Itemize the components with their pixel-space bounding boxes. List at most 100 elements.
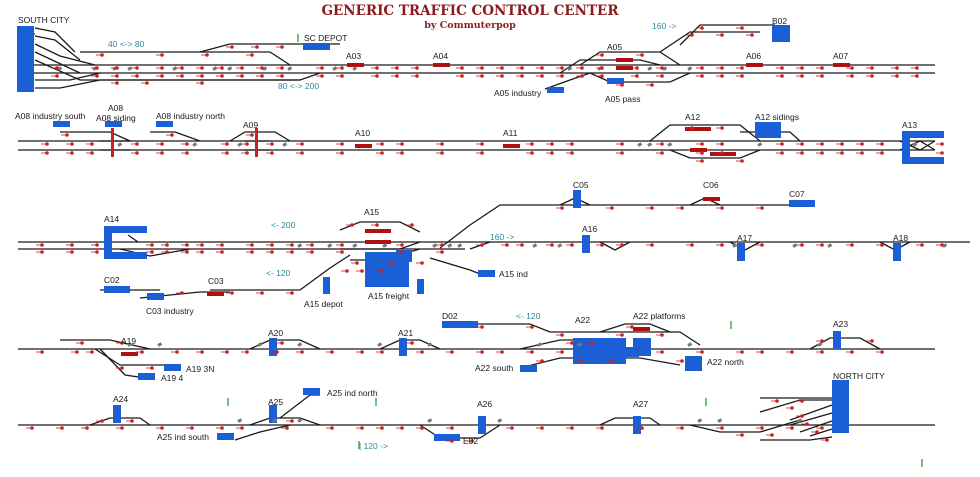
platform-block (582, 235, 590, 253)
signal-light (440, 142, 444, 146)
signal-light (130, 419, 134, 423)
signal-light (530, 350, 534, 354)
block-label-c05: C05 (573, 180, 589, 190)
signal-light (270, 151, 274, 155)
signal-light (400, 250, 404, 254)
block-label-a20: A20 (268, 328, 284, 338)
signal-light (220, 426, 224, 430)
signal-light (450, 439, 454, 443)
signal-light (200, 350, 204, 354)
switch-point (447, 243, 453, 248)
signal-light (940, 151, 944, 155)
block-label-a16: A16 (582, 224, 598, 234)
signal-light (805, 422, 809, 426)
speed-limit-160-b: 160 -> (490, 232, 515, 242)
signal-light (200, 66, 204, 70)
signal-light (540, 66, 544, 70)
platform-block (104, 226, 112, 258)
switch-point (457, 243, 463, 248)
signal-light (270, 250, 274, 254)
signal-light (340, 66, 344, 70)
track-segment (689, 419, 801, 433)
signal-light (260, 291, 264, 295)
signal-light (65, 133, 69, 137)
station-label-north-city: NORTH CITY (833, 371, 885, 381)
switch-point (667, 142, 673, 147)
station-label-a08-siding: A08 siding (96, 113, 136, 123)
signal-light (780, 74, 784, 78)
switch-point (637, 142, 643, 147)
signal-light (780, 142, 784, 146)
signal-light (630, 325, 634, 329)
signal-light (245, 350, 249, 354)
signal-light (220, 243, 224, 247)
signal-light (115, 74, 119, 78)
signal-light (185, 250, 189, 254)
signal-light (940, 243, 944, 247)
signal-light (550, 151, 554, 155)
signal-light (480, 350, 484, 354)
switch-point (647, 142, 653, 147)
switch-point (127, 66, 133, 71)
signal-light (620, 142, 624, 146)
signal-light (860, 151, 864, 155)
signal-light (220, 74, 224, 78)
signal-light (230, 291, 234, 295)
switch-point (327, 243, 333, 248)
signal-light (880, 142, 884, 146)
switch-point (262, 66, 268, 71)
track-segment (340, 241, 421, 250)
platform-block (434, 434, 460, 441)
switch-point (117, 142, 123, 147)
signal-light (180, 74, 184, 78)
signal-light (150, 250, 154, 254)
platform-block (104, 226, 147, 233)
switch-point (237, 418, 243, 423)
signal-light (340, 74, 344, 78)
station-label-a12-sidings: A12 sidings (755, 112, 799, 122)
track-segment (94, 348, 165, 366)
platform-block (547, 87, 564, 93)
signal-light (700, 26, 704, 30)
platform-block (685, 356, 702, 371)
signal-light (290, 243, 294, 247)
signal-light (290, 291, 294, 295)
station-label-a15-ind: A15 ind (499, 269, 528, 279)
platform-block (478, 416, 486, 434)
platform-block (104, 252, 147, 259)
signal-light (800, 151, 804, 155)
signal-light (820, 350, 824, 354)
signal-light (70, 142, 74, 146)
platform-block (902, 157, 944, 164)
switch-point (567, 66, 573, 71)
signal-light (45, 142, 49, 146)
station-label-a15-freight: A15 freight (368, 291, 410, 301)
station-label-a15-depot: A15 depot (304, 299, 343, 309)
track-segment (679, 24, 775, 46)
switch-point (352, 243, 358, 248)
switch-point (192, 142, 198, 147)
signal-light (380, 151, 384, 155)
switch-point (297, 243, 303, 248)
station-label-a08-industry-north: A08 industry north (156, 111, 225, 121)
track-segment (559, 59, 661, 74)
signal-light (790, 350, 794, 354)
track-segment (760, 436, 833, 441)
switch-point (912, 142, 918, 147)
signal-light (680, 426, 684, 430)
signal-light (895, 74, 899, 78)
signal-light (120, 341, 124, 345)
occupied-block (207, 292, 224, 296)
signal-light (115, 81, 119, 85)
speed-limit-200-left: <- 200 (271, 220, 296, 230)
signal-light (510, 426, 514, 430)
platform-block (737, 243, 745, 261)
signal-light (300, 350, 304, 354)
signal-light (330, 426, 334, 430)
signal-light (580, 66, 584, 70)
signal-light (135, 151, 139, 155)
signal-light (520, 74, 524, 78)
signal-light (880, 243, 884, 247)
signal-light (85, 426, 89, 430)
switch-point (332, 66, 338, 71)
